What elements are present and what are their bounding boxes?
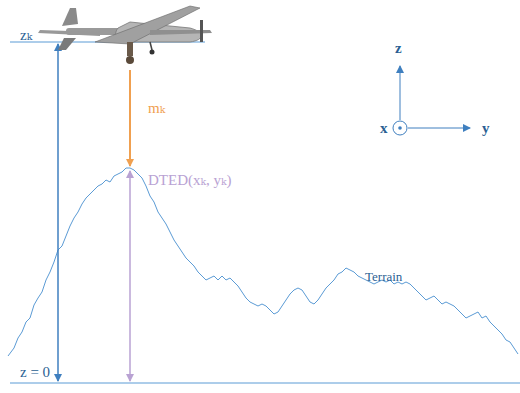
uav-illustration xyxy=(38,6,212,64)
ground-label: z = 0 xyxy=(20,364,50,381)
axis-label: z xyxy=(395,40,402,57)
terrain-label: Terrain xyxy=(365,270,402,284)
dted-arrow xyxy=(129,171,131,381)
measurement-arrow xyxy=(129,70,131,166)
axis-triad xyxy=(393,66,470,135)
axis-label: x xyxy=(380,120,388,137)
ground-line xyxy=(10,383,520,384)
axis-label: y xyxy=(482,120,490,137)
altitude-arrow xyxy=(57,44,59,381)
dted-label: DTED(xₖ, yₖ) xyxy=(148,172,231,189)
measurement-label: mₖ xyxy=(148,100,165,117)
altitude-label: zₖ xyxy=(20,27,32,44)
terrain-profile xyxy=(8,168,518,356)
